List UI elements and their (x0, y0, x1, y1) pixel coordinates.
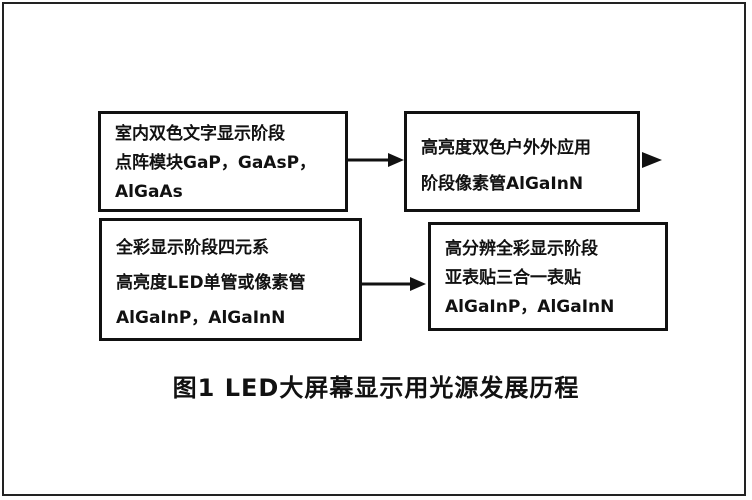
arrow-icon (362, 277, 426, 291)
stage-text-line: 点阵模块GaP，GaAsP， (115, 153, 317, 173)
stage-text-line: AlGaInP，AlGaInN (116, 308, 286, 328)
stage-text-line: 室内双色文字显示阶段 (115, 124, 285, 144)
arrow-icon (348, 153, 404, 167)
stage-text-line: 高亮度LED单管或像素管 (116, 273, 306, 293)
stage-text-line: AlGaAs (115, 182, 183, 202)
stage-box-outdoor-bicolor: 高亮度双色户外外应用 阶段像素管AlGaInN (404, 111, 640, 212)
figure-caption: 图1 LED大屏幕显示用光源发展历程 (172, 374, 580, 402)
stage-box-indoor-dot-matrix: 室内双色文字显示阶段 点阵模块GaP，GaAsP， AlGaAs (98, 111, 348, 212)
stage-text-line: 亚表贴三合一表贴 (445, 268, 581, 288)
arrow-icon (642, 152, 662, 168)
stage-text-line: AlGaInP，AlGaInN (445, 297, 615, 317)
figure-frame (2, 2, 746, 496)
stage-text-line: 高分辨全彩显示阶段 (445, 239, 598, 259)
stage-box-full-color-quaternary: 全彩显示阶段四元系 高亮度LED单管或像素管 AlGaInP，AlGaInN (99, 218, 362, 341)
stage-text-line: 全彩显示阶段四元系 (116, 238, 269, 258)
stage-text-line: 阶段像素管AlGaInN (421, 174, 584, 194)
stage-box-high-res-full-color: 高分辨全彩显示阶段 亚表贴三合一表贴 AlGaInP，AlGaInN (428, 222, 668, 331)
stage-text-line: 高亮度双色户外外应用 (421, 138, 591, 158)
